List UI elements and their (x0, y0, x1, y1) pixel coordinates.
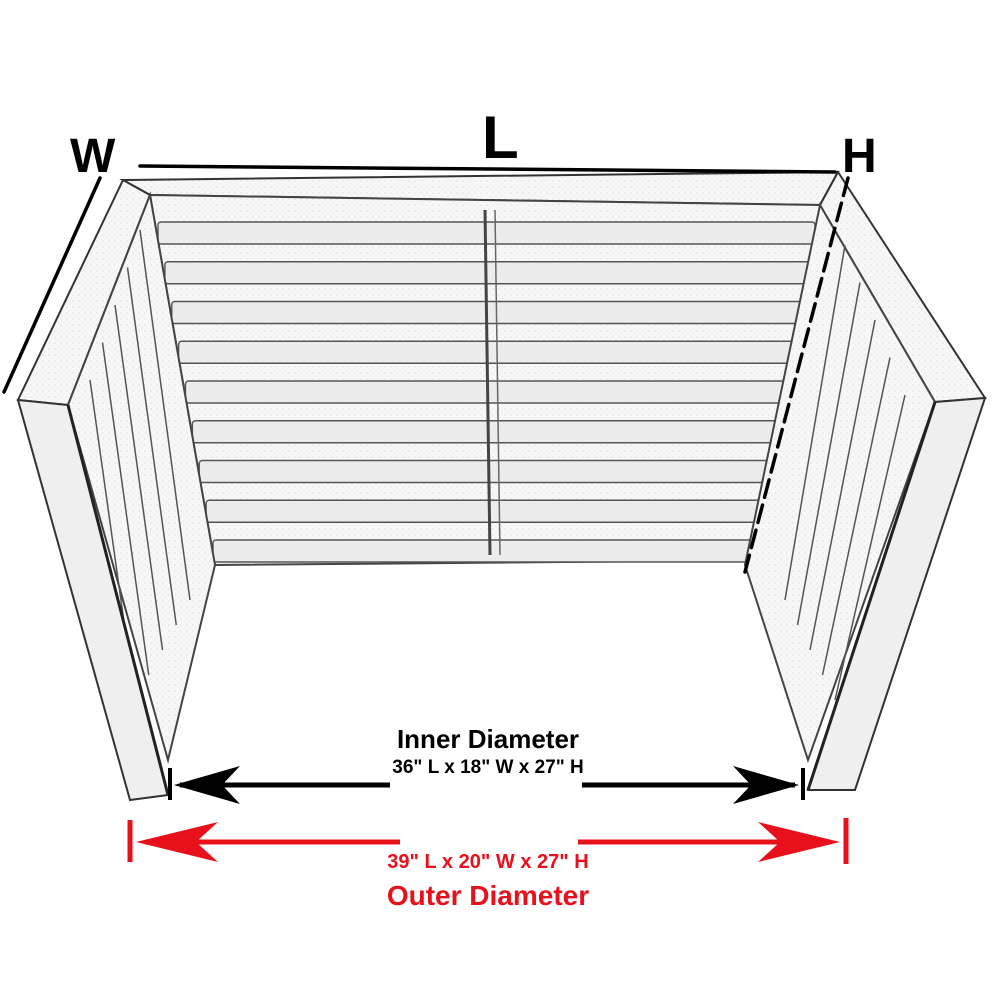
back-panel (119, 170, 840, 567)
back-slat (171, 300, 812, 325)
right-slat (784, 244, 846, 601)
outer-diameter-title: Outer Diameter (386, 880, 590, 911)
width-guide-line (2, 176, 102, 394)
width-label: W (70, 130, 116, 183)
back-slat (184, 380, 809, 404)
height-label: H (842, 130, 877, 183)
left-slat (101, 342, 150, 676)
inner-dimension-arrow (168, 766, 805, 804)
right-side-panel (743, 170, 987, 791)
length-label: L (482, 104, 519, 171)
height-guide-line (743, 176, 850, 574)
back-center-post (483, 209, 492, 556)
inner-diameter-dimensions: 36" L x 18" W x 27" H (392, 757, 584, 778)
inner-diameter-title: Inner Diameter (396, 724, 580, 754)
left-slat (114, 304, 164, 651)
right-slat (809, 319, 876, 651)
back-center-post-edge (494, 209, 501, 556)
left-slat (139, 229, 191, 601)
length-guide-line (138, 164, 837, 174)
outer-dimension-arrow (127, 818, 849, 864)
back-slat (198, 459, 805, 484)
back-slat (212, 539, 801, 563)
dimension-guides (2, 164, 850, 574)
back-slat (164, 261, 814, 285)
right-slat (834, 394, 906, 701)
right-slat (796, 282, 861, 626)
right-slat (821, 357, 891, 676)
back-slat (205, 499, 803, 523)
left-slat (126, 267, 177, 626)
back-slat (177, 340, 811, 364)
right-slats (784, 244, 906, 701)
outer-diameter-dimensions: 39" L x 20" W x 27" H (387, 851, 589, 873)
